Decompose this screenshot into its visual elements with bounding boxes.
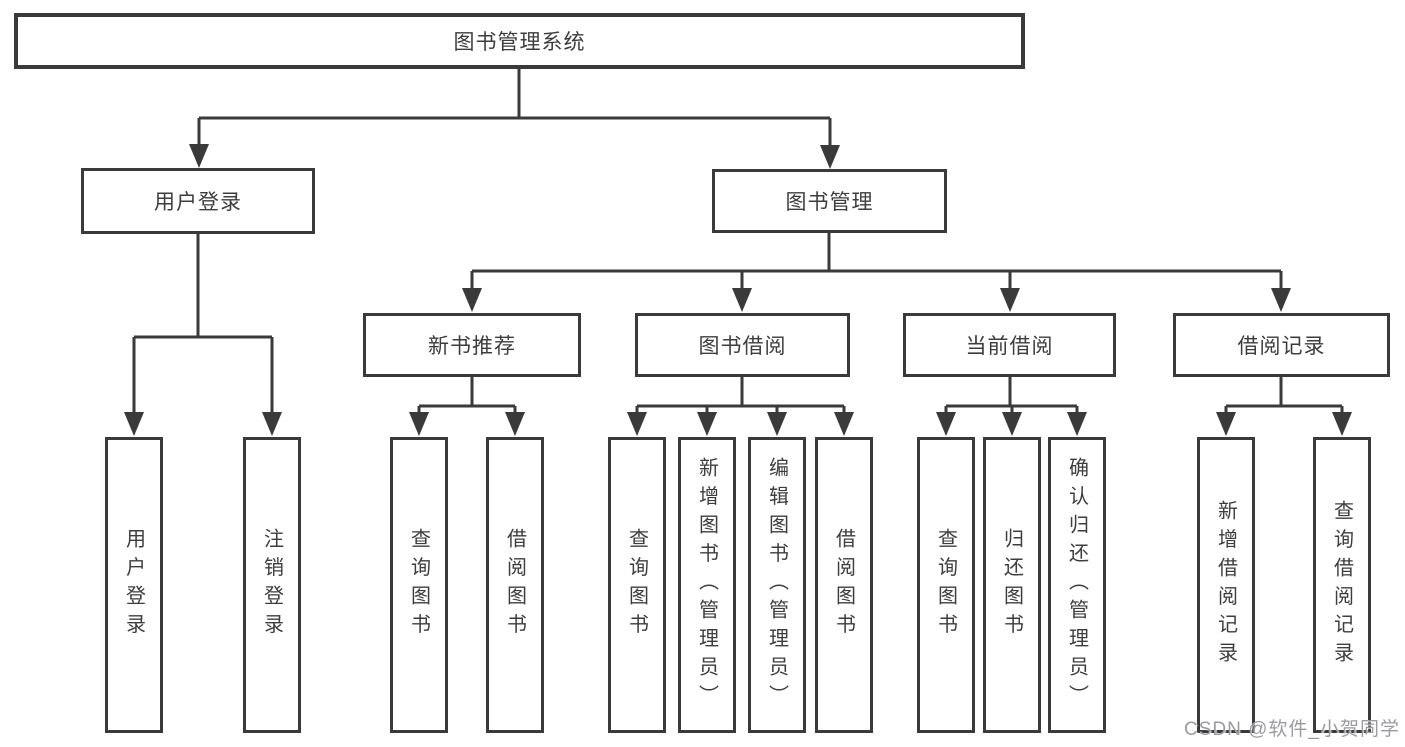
node-user-login-label: 用户登录 <box>154 191 242 214</box>
node-new-book-rec-label: 新书推荐 <box>428 335 516 358</box>
leaf-query-book-3: 查询图书 <box>917 437 975 733</box>
leaf-query-book-2: 查询图书 <box>608 437 666 733</box>
leaf-add-record-label: 新增借阅记录 <box>1214 499 1237 671</box>
leaf-user-login-label: 用户登录 <box>122 528 145 642</box>
leaf-borrow-book-2: 借阅图书 <box>815 437 873 733</box>
node-borrow-record-label: 借阅记录 <box>1237 335 1326 358</box>
leaf-edit-book-label: 编辑图书（管理员） <box>765 457 788 713</box>
leaf-return-book-label: 归还图书 <box>1000 528 1023 642</box>
node-current-borrow-label: 当前借阅 <box>965 335 1054 358</box>
leaf-return-book: 归还图书 <box>983 437 1041 733</box>
leaf-borrow-book-1-label: 借阅图书 <box>503 528 526 642</box>
leaf-query-record-label: 查询借阅记录 <box>1330 499 1353 671</box>
leaf-add-book: 新增图书（管理员） <box>678 437 736 733</box>
leaf-logout-label: 注销登录 <box>260 528 283 642</box>
leaf-borrow-book-2-label: 借阅图书 <box>832 528 855 642</box>
leaf-query-book-3-label: 查询图书 <box>934 528 957 642</box>
node-new-book-rec: 新书推荐 <box>363 313 581 377</box>
node-root-label: 图书管理系统 <box>453 31 586 54</box>
node-book-borrow-label: 图书借阅 <box>698 335 787 358</box>
leaf-confirm-return: 确认归还（管理员） <box>1048 437 1106 733</box>
node-book-mgmt-label: 图书管理 <box>785 191 874 214</box>
node-root: 图书管理系统 <box>14 13 1025 69</box>
leaf-query-record: 查询借阅记录 <box>1313 437 1371 733</box>
leaf-query-book-2-label: 查询图书 <box>625 528 648 642</box>
node-user-login: 用户登录 <box>81 168 315 234</box>
leaf-query-book-1-label: 查询图书 <box>407 528 430 642</box>
node-current-borrow: 当前借阅 <box>903 313 1116 377</box>
leaf-user-login: 用户登录 <box>105 437 163 733</box>
leaf-query-book-1: 查询图书 <box>390 437 448 733</box>
leaf-confirm-return-label: 确认归还（管理员） <box>1065 457 1088 713</box>
node-borrow-record: 借阅记录 <box>1173 313 1390 377</box>
leaf-logout: 注销登录 <box>243 437 301 733</box>
leaf-add-book-label: 新增图书（管理员） <box>695 457 718 713</box>
leaf-borrow-book-1: 借阅图书 <box>486 437 544 733</box>
leaf-edit-book: 编辑图书（管理员） <box>748 437 806 733</box>
node-book-borrow: 图书借阅 <box>635 313 850 377</box>
leaf-add-record: 新增借阅记录 <box>1197 437 1255 733</box>
node-book-mgmt: 图书管理 <box>712 169 947 233</box>
